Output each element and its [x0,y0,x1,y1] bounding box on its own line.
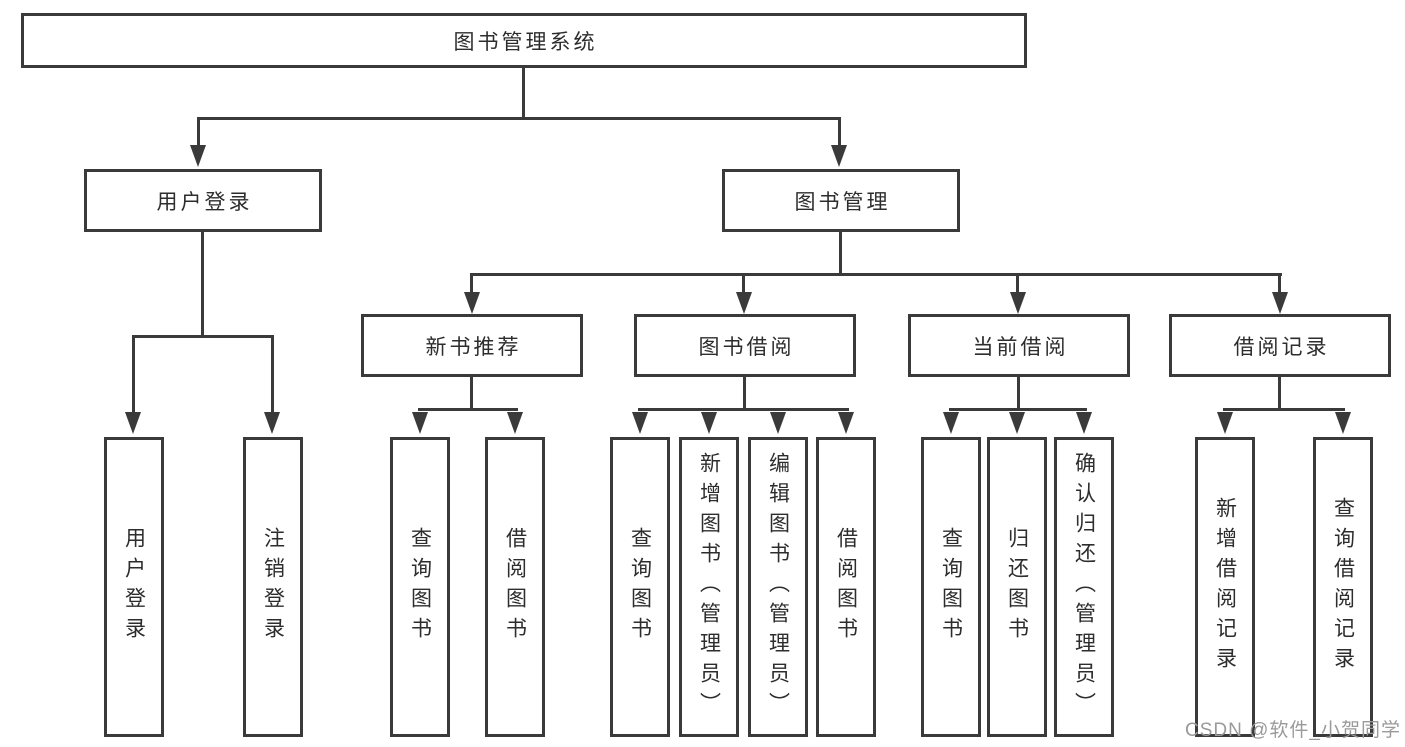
leaf-cb-return-books: 归还图书 [987,437,1047,737]
leaf-bb-query-books-label: 查询图书 [628,527,652,647]
leaf-bb-add-books-admin-label: 新增图书（管理员） [697,452,721,722]
leaf-bb-borrow-books: 借阅图书 [816,437,876,737]
arrowhead-borrow-record [1272,292,1288,314]
leaf-nb-borrow-books-label: 借阅图书 [503,527,527,647]
connector-new-book-stem [470,377,473,411]
leaf-br-add-record: 新增借阅记录 [1195,437,1255,737]
connector-drop-leaf-login [132,335,135,413]
leaf-bb-add-books-admin: 新增图书（管理员） [679,437,739,737]
leaf-br-query-record-label: 查询借阅记录 [1331,497,1355,677]
arrowhead-br-add-record [1217,412,1233,434]
arrowhead-nb-query-books [412,412,428,434]
connector-borrow-records-stem [1278,377,1281,411]
arrowhead-bb-query-books [632,412,648,434]
connector-user-login-stem [201,232,204,338]
arrowhead-cb-confirm-return [1076,412,1092,434]
connector-book-borrow-stem [743,377,746,411]
leaf-nb-query-books-label: 查询图书 [408,527,432,647]
connector-drop-book-management [838,117,841,147]
connector-level2-branch [470,273,1282,276]
leaf-br-query-record: 查询借阅记录 [1313,437,1373,737]
leaf-br-add-record-label: 新增借阅记录 [1213,497,1237,677]
leaf-cb-confirm-return-admin: 确认归还（管理员） [1054,437,1114,737]
connector-current-borrow-stem [1017,377,1020,411]
leaf-cb-return-books-label: 归还图书 [1005,527,1029,647]
leaf-user-login: 用户登录 [104,437,164,737]
leaf-bb-edit-books-admin-label: 编辑图书（管理员） [766,452,790,722]
arrowhead-cb-return-books [1009,412,1025,434]
connector-new-book-branch [418,408,518,411]
connector-level1-branch [197,117,841,120]
arrowhead-new-book [464,292,480,314]
connector-borrow-records-branch [1223,408,1345,411]
connector-current-borrow-branch [949,408,1087,411]
leaf-bb-edit-books-admin: 编辑图书（管理员） [748,437,808,737]
csdn-watermark: CSDN @软件_小贺同学 [1185,720,1401,741]
arrowhead-nb-borrow-books [507,412,523,434]
leaf-cb-confirm-return-admin-label: 确认归还（管理员） [1072,452,1096,722]
arrowhead-bb-borrow-books [838,412,854,434]
leaf-bb-borrow-books-label: 借阅图书 [834,527,858,647]
connector-drop-leaf-logout [271,335,274,413]
leaf-cb-query-books-label: 查询图书 [939,527,963,647]
arrowhead-bb-add-books [701,412,717,434]
connector-drop-borrow-record [1278,273,1281,295]
node-user-login: 用户登录 [84,169,322,232]
arrowhead-leaf-login [125,412,141,434]
leaf-bb-query-books: 查询图书 [610,437,670,737]
leaf-cb-query-books: 查询图书 [921,437,981,737]
leaf-nb-query-books: 查询图书 [390,437,450,737]
connector-book-borrow-branch [638,408,849,411]
arrowhead-user-login [190,145,206,167]
arrowhead-book-management [831,145,847,167]
node-book-borrow: 图书借阅 [634,314,856,377]
node-current-borrow: 当前借阅 [908,314,1130,377]
connector-drop-current-borrow [1016,273,1019,295]
connector-drop-book-borrow [742,273,745,295]
arrowhead-current-borrow [1010,292,1026,314]
leaf-logout-label: 注销登录 [261,527,285,647]
node-borrow-records: 借阅记录 [1169,314,1391,377]
leaf-logout: 注销登录 [243,437,303,737]
arrowhead-br-query-record [1335,412,1351,434]
connector-drop-new-book [470,273,473,295]
node-book-management: 图书管理 [722,169,960,232]
connector-root-stem [522,68,525,120]
leaf-user-login-label: 用户登录 [122,527,146,647]
arrowhead-bb-edit-books [770,412,786,434]
leaf-nb-borrow-books: 借阅图书 [485,437,545,737]
connector-drop-user-login [197,117,200,147]
node-new-book-recommend: 新书推荐 [361,314,583,377]
connector-book-management-stem [839,232,842,276]
arrowhead-book-borrow [736,292,752,314]
node-root-system: 图书管理系统 [21,13,1027,68]
arrowhead-cb-query-books [943,412,959,434]
connector-user-login-branch [132,335,274,338]
arrowhead-leaf-logout [264,412,280,434]
